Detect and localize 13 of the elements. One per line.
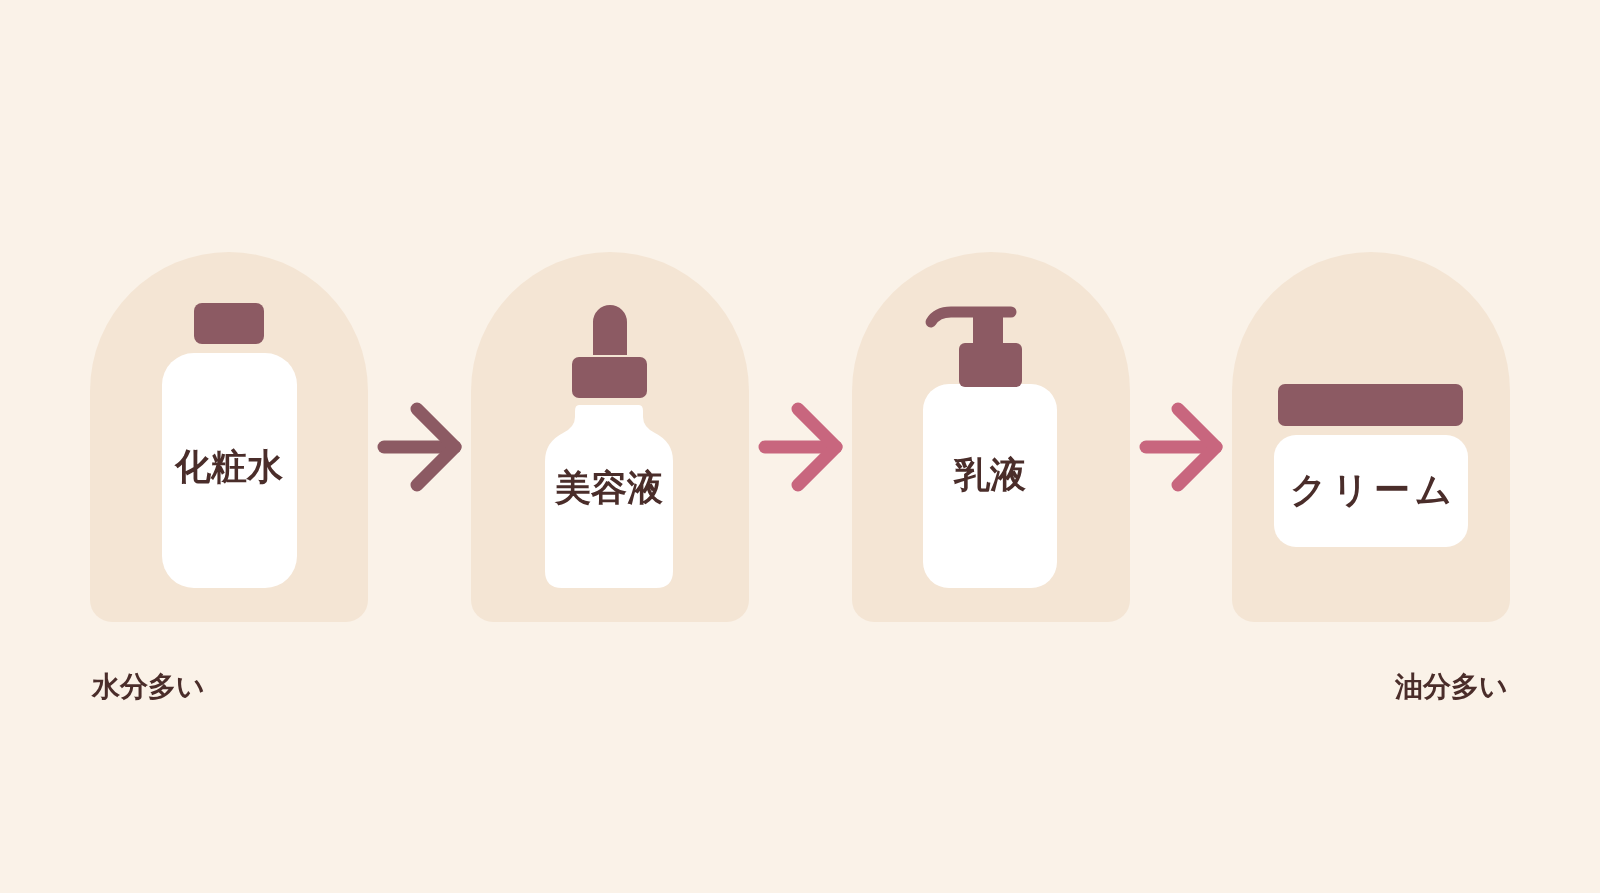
product-name: クリーム: [1289, 469, 1457, 511]
product-name: 美容液: [555, 467, 663, 509]
product-name: 化粧水: [175, 446, 283, 488]
end-label: 油分多い: [1395, 670, 1508, 704]
arrow: [377, 402, 462, 492]
end-label: 水分多い: [92, 670, 205, 704]
arch-panel: [90, 252, 368, 622]
product-name: 乳液: [954, 454, 1026, 496]
arch-panel: [1232, 252, 1510, 622]
arch-panel: [852, 252, 1130, 622]
arrow: [1139, 402, 1223, 492]
arch-panel: [471, 252, 749, 622]
arrow: [758, 402, 843, 492]
